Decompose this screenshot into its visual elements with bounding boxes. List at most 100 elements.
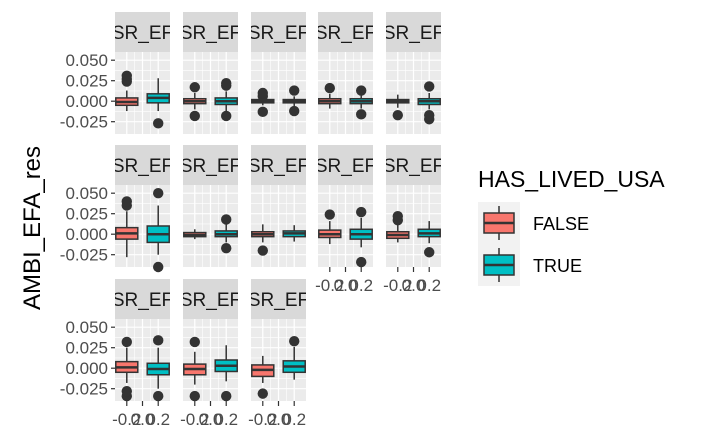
y-tick-label: -0.025 bbox=[60, 246, 108, 265]
boxplot-false bbox=[183, 229, 207, 240]
facet-panel: SR_EF bbox=[251, 145, 306, 267]
facet-strip-label: SR_EF bbox=[383, 156, 444, 177]
facet-panel: SR_EF -0.20.00.2 bbox=[180, 279, 241, 429]
x-tick-label: 0.0 bbox=[199, 410, 223, 429]
boxplot-true bbox=[349, 206, 373, 268]
facet-strip-label: SR_EF bbox=[112, 156, 173, 177]
boxplot-false bbox=[183, 82, 207, 122]
legend-item-true: TRUE bbox=[478, 244, 582, 286]
x-tick-label: 0.2 bbox=[349, 276, 373, 295]
outlier-point bbox=[153, 118, 164, 129]
outlier-point bbox=[189, 82, 200, 93]
outlier-point bbox=[153, 261, 164, 273]
y-tick-label: 0.025 bbox=[65, 205, 108, 224]
facet-strip bbox=[251, 12, 306, 52]
boxplot-false bbox=[386, 210, 410, 243]
boxplot-true bbox=[282, 225, 306, 242]
outlier-point bbox=[257, 388, 268, 399]
facet-strip-label: SR_EF bbox=[180, 290, 241, 311]
outlier-point bbox=[257, 245, 268, 256]
x-tick-label: -0.2 bbox=[180, 410, 209, 429]
boxplot-false bbox=[251, 87, 275, 118]
legend-title: HAS_LIVED_USA bbox=[478, 166, 665, 192]
outlier-point bbox=[324, 82, 335, 94]
x-tick-label: -0.2 bbox=[315, 276, 344, 295]
facet-strip-label: SR_EF bbox=[112, 23, 173, 44]
facet-strip bbox=[251, 279, 306, 319]
y-tick-label: -0.025 bbox=[60, 380, 108, 399]
outlier-point bbox=[121, 385, 132, 397]
boxplot-true bbox=[282, 335, 306, 380]
outlier-point bbox=[356, 85, 367, 96]
boxplot-true bbox=[417, 221, 441, 258]
x-tick-label: 0.2 bbox=[214, 410, 238, 429]
boxplot-true bbox=[146, 78, 170, 129]
facet-panel: SR_EF bbox=[251, 12, 306, 134]
x-tick-label: 0.0 bbox=[267, 410, 291, 429]
boxplot-false bbox=[318, 209, 342, 245]
boxplot-false bbox=[318, 82, 342, 109]
outlier-point bbox=[392, 210, 403, 222]
boxplot-false bbox=[251, 355, 275, 399]
boxplot-true bbox=[349, 85, 373, 120]
facet-panel: SR_EF bbox=[180, 12, 241, 134]
outlier-point bbox=[289, 335, 300, 347]
facet-panel: SR_EF bbox=[180, 145, 241, 267]
facet-panel: SR_EF-0.20.00.2 bbox=[383, 145, 444, 295]
boxplot-false bbox=[386, 94, 410, 121]
outlier-point bbox=[121, 196, 132, 207]
facet-strip-label: SR_EF bbox=[180, 156, 241, 177]
boxplot-false bbox=[183, 336, 207, 402]
outlier-point bbox=[356, 109, 367, 120]
x-tick-label: 0.2 bbox=[417, 276, 441, 295]
facet-strip bbox=[183, 279, 238, 319]
facet-strip bbox=[318, 12, 373, 52]
outlier-point bbox=[221, 390, 232, 402]
facet-strip bbox=[386, 145, 441, 185]
outlier-point bbox=[257, 106, 268, 118]
outlier-point bbox=[289, 105, 300, 117]
outlier-point bbox=[189, 390, 200, 402]
facet-strip-label: SR_EF bbox=[315, 156, 376, 177]
x-tick-label: 0.0 bbox=[131, 410, 155, 429]
outlier-point bbox=[424, 109, 435, 121]
facet-strip-label: SR_EF bbox=[112, 290, 173, 311]
y-axis-title: AMBI_EFA_res bbox=[19, 146, 46, 310]
x-tick-label: -0.2 bbox=[248, 410, 277, 429]
facet-panel: SR_EF-0.20.00.2 bbox=[248, 279, 306, 429]
legend-item-false: FALSE bbox=[478, 202, 589, 244]
outlier-point bbox=[121, 70, 132, 81]
facet-panel: SR_EF-0.20.00.2 bbox=[315, 145, 376, 295]
outlier-point bbox=[392, 109, 403, 121]
boxplot-true bbox=[146, 335, 170, 402]
outlier-point bbox=[424, 81, 435, 92]
boxplot-true bbox=[282, 85, 306, 117]
y-tick-label: 0.000 bbox=[65, 92, 108, 111]
outlier-point bbox=[221, 110, 232, 122]
outlier-point bbox=[221, 242, 232, 254]
y-tick-label: 0.050 bbox=[65, 184, 108, 203]
y-tick-label: 0.025 bbox=[65, 72, 108, 91]
y-tick-label: 0.025 bbox=[65, 339, 108, 358]
outlier-point bbox=[221, 214, 232, 225]
facet-strip bbox=[115, 279, 170, 319]
boxplot-true bbox=[214, 214, 238, 254]
outlier-point bbox=[424, 247, 435, 258]
x-tick-label: 0.0 bbox=[402, 276, 426, 295]
x-tick-label: 0.2 bbox=[146, 410, 170, 429]
outlier-point bbox=[121, 336, 132, 348]
facet-strip bbox=[251, 145, 306, 185]
y-tick-label: -0.025 bbox=[60, 113, 108, 132]
y-tick-label: 0.000 bbox=[65, 359, 108, 378]
facet-strip-label: SR_EF bbox=[180, 23, 241, 44]
facet-strip bbox=[183, 12, 238, 52]
y-tick-label: 0.000 bbox=[65, 225, 108, 244]
boxplot-false bbox=[115, 336, 139, 402]
facet-panel: SR_EF bbox=[318, 12, 373, 134]
boxplot-false bbox=[251, 224, 275, 256]
